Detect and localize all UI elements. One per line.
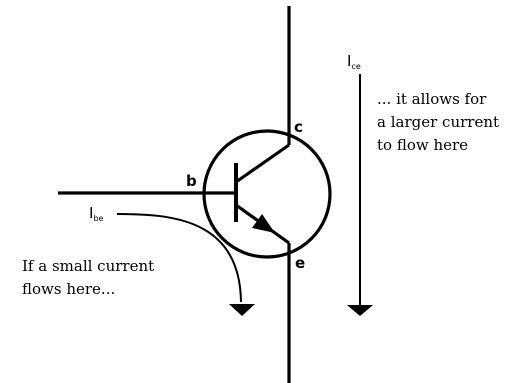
ibe-arrow-icon — [229, 304, 255, 316]
left-caption-line2: flows here... — [22, 280, 115, 298]
left-caption-line1: If a small current — [22, 257, 154, 275]
ibe-label: Ibe — [89, 204, 104, 223]
collector-lead — [235, 143, 290, 184]
ibe-arrow-curve — [116, 213, 242, 303]
collector-label: c — [294, 118, 303, 136]
base-label: b — [186, 172, 197, 190]
right-caption-line1: ... it allows for — [377, 90, 487, 108]
emitter-label: e — [295, 254, 305, 272]
right-caption-line2: a larger current — [377, 113, 499, 131]
right-caption-line3: to flow here — [377, 136, 468, 154]
ice-arrow-icon — [347, 305, 373, 316]
emitter-arrow-icon — [252, 214, 275, 233]
ice-label: Ice — [347, 52, 361, 71]
